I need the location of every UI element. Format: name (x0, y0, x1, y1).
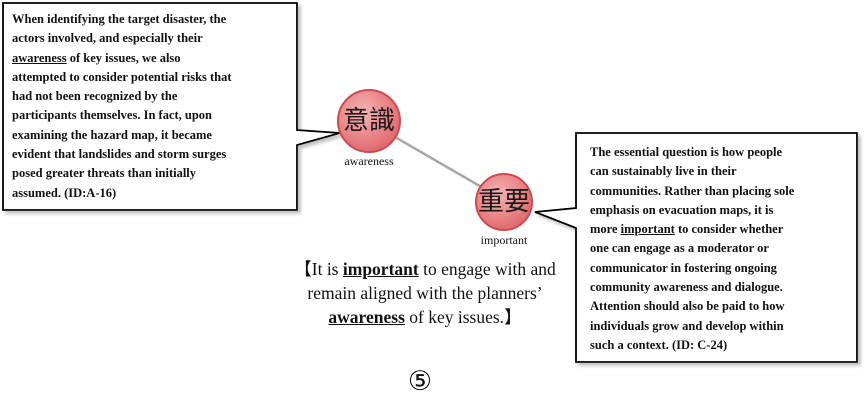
callout-left-text: When identifying the target disaster, th… (12, 10, 297, 203)
callout-right-line-text: individuals grow and develop within (590, 318, 784, 333)
callout-right-line-text: can sustainably live in their (590, 164, 737, 179)
callout-right-line: The essential question is how people (590, 143, 852, 162)
callout-left-line-text: participants themselves. In fact, upon (12, 108, 213, 123)
callout-right-line-text: emphasis on evacuation maps, it is (590, 202, 774, 217)
callout-right-line: community awareness and dialogue. (590, 278, 852, 297)
callout-right-line-text: The essential question is how people (590, 145, 783, 159)
node-label-important: important (480, 233, 528, 247)
summary-keyword-awareness: awareness (328, 307, 405, 327)
callout-left-line-text: evident that landslides and storm surges (12, 147, 227, 162)
callout-right-line: communities. Rather than placing sole (590, 182, 852, 201)
callout-left-line: examining the hazard map, it became (12, 126, 297, 145)
callout-left-line: assumed. (ID:A-16) (12, 184, 297, 203)
summary-text-1: It is (311, 259, 343, 279)
callout-right-line: communicator in fostering ongoing (590, 259, 852, 278)
callout-right-line: such a context. (ID: C-24) (590, 336, 852, 355)
callout-left-line: had not been recognized by the (12, 87, 297, 106)
callout-keyword: important (620, 222, 675, 237)
callout-right-line: individuals grow and develop within (590, 317, 852, 336)
callout-left-line: participants themselves. In fact, upon (12, 106, 297, 125)
callout-left-line-text: When identifying the target disaster, th… (12, 12, 227, 26)
summary-keyword-important: important (342, 259, 419, 279)
summary-text-3: of key issues. (404, 307, 505, 327)
callout-right-line-text: more important to consider whether (590, 222, 783, 236)
callout-left-line-text: examining the hazard map, it became (12, 127, 212, 142)
callout-right-line-text: community awareness and dialogue. (590, 280, 783, 295)
callout-left-line-text: posed greater threats than initially (12, 166, 197, 181)
summary-text-2: to engage with and remain aligned with t… (307, 259, 556, 303)
callout-right-line: can sustainably live in their (590, 162, 852, 181)
callout-right-line: more important to consider whether (590, 220, 852, 239)
callout-left-line: evident that landslides and storm surges (12, 145, 297, 164)
node-kanji-important: 重要 (477, 187, 530, 217)
callout-left-line: posed greater threats than initially (12, 164, 297, 183)
node-circle-important (475, 173, 533, 231)
callout-right-line: Attention should also be paid to how (590, 297, 852, 316)
callout-text-segment: of key issues, we also (66, 50, 181, 65)
callout-text-segment: more (590, 222, 621, 237)
node-kanji-awareness: 意識 (342, 106, 395, 136)
summary-close-bracket: 】 (504, 307, 522, 327)
node-label-awareness: awareness (344, 154, 394, 168)
callout-right-line-text: one can engage as a moderator or (590, 241, 769, 256)
callout-left-line-text: assumed. (ID:A-16) (12, 185, 117, 200)
summary-open-bracket: 【 (294, 259, 312, 279)
callout-left-line: When identifying the target disaster, th… (12, 10, 297, 29)
callout-right-text: The essential question is how people can … (590, 143, 852, 355)
callout-right-line-text: Attention should also be paid to how (590, 299, 785, 314)
callout-keyword: awareness (12, 50, 67, 65)
callout-left-line: awareness of key issues, we also (12, 49, 297, 68)
callout-right-line: one can engage as a moderator or (590, 239, 852, 258)
summary-statement: 【It is important to engage with and rema… (280, 257, 570, 329)
callout-left-line-text: actors involved, and especially their (12, 31, 203, 46)
callout-right-line-text: communicator in fostering ongoing (590, 260, 777, 275)
callout-left-line: attempted to consider potential risks th… (12, 68, 297, 87)
callout-right-line-text: communities. Rather than placing sole (590, 183, 795, 198)
panel-number: ⑤ (407, 366, 433, 397)
callout-right-frame (534, 132, 858, 363)
callout-left-line-text: had not been recognized by the (12, 89, 178, 104)
callout-right-line-text: such a context. (ID: C-24) (590, 337, 728, 352)
callout-left-line-text: awareness of key issues, we also (12, 51, 181, 65)
callout-left-line: actors involved, and especially their (12, 29, 297, 48)
callout-text-segment: to consider whether (674, 222, 784, 237)
callout-left-frame (2, 2, 341, 211)
node-circle-awareness (337, 89, 401, 153)
callout-left-line-text: attempted to consider potential risks th… (12, 69, 232, 84)
callout-right-line: emphasis on evacuation maps, it is (590, 201, 852, 220)
